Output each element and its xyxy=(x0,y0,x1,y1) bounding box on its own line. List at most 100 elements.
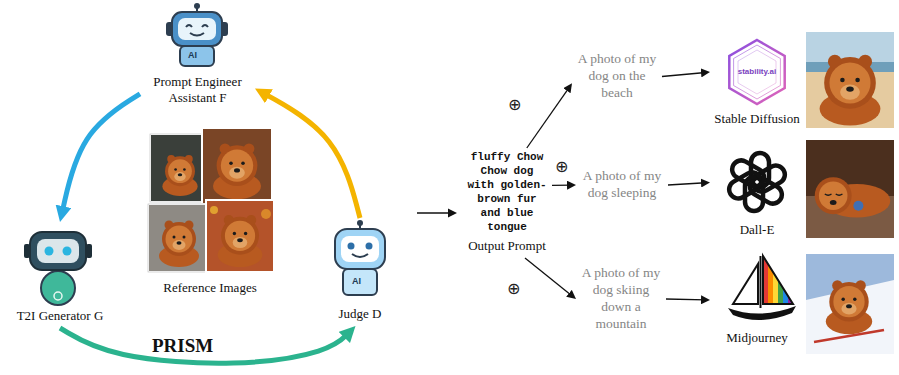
assistant-robot-icon-part xyxy=(186,25,208,27)
phrase-node: A photo of my dog on the beach xyxy=(572,48,662,105)
judge-robot-icon-part xyxy=(366,243,373,250)
midjourney-logo-part-part xyxy=(783,256,788,306)
generator-robot-icon-part xyxy=(63,247,72,256)
node-text: T2I Generator G xyxy=(9,308,111,324)
flow-arrow xyxy=(552,184,572,186)
midjourney-logo-part xyxy=(760,256,762,308)
phrase-node: A photo of my dog skiing down a mountain xyxy=(576,262,666,336)
node-text: A photo of my dog sleeping xyxy=(580,167,664,201)
openai-logo xyxy=(726,153,788,211)
openai-logo-part xyxy=(729,157,767,190)
flow-arrow xyxy=(62,94,140,214)
node-text: Judge D xyxy=(319,306,401,322)
midjourney-logo-part xyxy=(763,256,793,304)
midjourney-logo-part xyxy=(733,264,758,304)
node-text: fluffy Chow Chow dog with golden-brown f… xyxy=(466,150,548,234)
judge-robot-icon-part xyxy=(357,220,363,226)
node-text: Midjourney xyxy=(714,330,800,346)
skiing-photo-part xyxy=(814,330,884,342)
generator-robot-icon-part xyxy=(45,247,54,256)
generator-robot-icon-part xyxy=(30,232,86,270)
model-logo-node: Midjourney xyxy=(710,250,804,350)
concat-symbol: ⊕ xyxy=(507,280,520,298)
node-text: A photo of my dog on the beach xyxy=(576,50,658,101)
prompt-node: fluffy Chow Chow dog with golden-brown f… xyxy=(462,148,552,258)
phrase-node: A photo of my dog sleeping xyxy=(576,165,668,205)
reference-photo-stack-part xyxy=(218,215,263,267)
reference-photo-stack-part xyxy=(261,209,271,219)
robot-badge: AI xyxy=(352,276,361,286)
flow-arrow xyxy=(527,87,570,148)
method-name: PRISM xyxy=(152,335,213,357)
input-arrow-part xyxy=(448,209,457,218)
generator-robot-icon xyxy=(24,232,92,305)
node-text: Reference Images xyxy=(149,280,271,296)
generator-robot-icon-part xyxy=(24,244,30,258)
flow-arrow xyxy=(662,73,706,77)
reference-photo-stack-part xyxy=(162,155,197,196)
reference-photo-stack-part xyxy=(148,204,210,272)
reference-photo-stack-part xyxy=(159,221,199,268)
node-text: Prompt Engineer Assistant F xyxy=(144,74,251,106)
node-caption: Stable Diffusion xyxy=(714,111,800,127)
robot-node: Judge D xyxy=(315,218,405,326)
model-logo-node: Dall-E xyxy=(710,146,804,242)
node-text: A photo of my dog skiing down a mountain xyxy=(580,264,662,332)
node-text: Dall-E xyxy=(714,222,800,238)
concat-symbol: ⊕ xyxy=(555,158,568,176)
skiing-photo-part xyxy=(806,254,894,354)
generator-robot-icon-part xyxy=(54,292,62,300)
judge-robot-icon-part xyxy=(343,269,377,295)
judge-robot-icon-part xyxy=(341,236,379,262)
flow-arrow xyxy=(668,183,706,185)
generator-robot-icon-part xyxy=(86,244,92,258)
assistant-robot-icon-part xyxy=(172,12,222,46)
reference-photo-stack-part xyxy=(202,128,272,204)
model-logo-node: stability.aiStable Diffusion xyxy=(710,36,804,131)
reference-photo-stack-part xyxy=(210,206,218,214)
robot-node: Prompt Engineer Assistant F xyxy=(140,2,255,110)
beach-photo-part xyxy=(806,32,894,128)
flow-arrow xyxy=(525,258,572,296)
midjourney-logo xyxy=(728,256,796,320)
reference-photo-stack-part xyxy=(206,200,274,272)
flow-arrow xyxy=(262,92,360,218)
assistant-robot-icon-part xyxy=(180,46,214,66)
sleeping-photo-part xyxy=(815,177,891,217)
reference-photo-stack xyxy=(148,128,274,272)
judge-robot-icon-part xyxy=(335,229,385,269)
judge-robot-icon-part xyxy=(348,243,355,250)
assistant-robot-icon-part xyxy=(194,3,200,9)
generator-robot-icon-part xyxy=(37,239,79,263)
generator-robot-icon-part xyxy=(41,271,75,305)
midjourney-logo-part-part xyxy=(773,256,778,306)
reference-photo-stack-part xyxy=(213,143,261,199)
assistant-robot-icon-part xyxy=(178,18,216,40)
skiing-photo xyxy=(806,254,894,354)
midjourney-logo-part xyxy=(728,306,796,320)
sleeping-photo-part xyxy=(806,140,894,238)
assistant-robot-icon xyxy=(166,3,228,66)
midjourney-logo-part xyxy=(763,256,793,306)
assistant-robot-icon-part xyxy=(190,33,204,36)
image-stack-node: Reference Images xyxy=(145,128,275,300)
sleeping-photo xyxy=(806,140,894,238)
beach-photo-part xyxy=(820,55,881,126)
robot-badge: AI xyxy=(188,50,197,60)
input-arrow xyxy=(417,209,457,218)
node-text: stability.ai xyxy=(714,66,800,77)
judge-robot-icon xyxy=(335,220,385,295)
judge-robot-icon-part xyxy=(352,254,368,257)
flow-arrow xyxy=(666,298,706,300)
robot-node: T2I Generator G xyxy=(5,222,115,328)
skiing-photo-part xyxy=(826,280,872,334)
node-caption: Output Prompt xyxy=(466,238,548,254)
beach-photo xyxy=(806,32,894,128)
concat-symbol: ⊕ xyxy=(508,96,521,114)
flow-arrow xyxy=(60,328,350,363)
input-arrow-part xyxy=(417,212,450,213)
skiing-photo-part xyxy=(806,280,894,354)
reference-photo-stack-part xyxy=(148,204,210,272)
